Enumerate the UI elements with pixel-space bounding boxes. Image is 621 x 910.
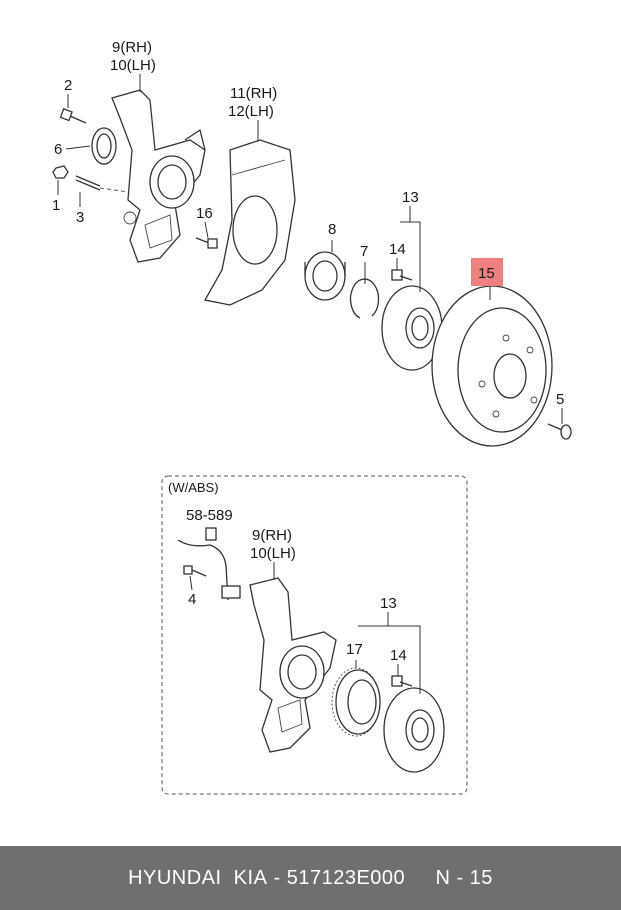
label-10-lh: 10(LH): [110, 57, 156, 74]
inset-wheel-bolt-14: [391, 675, 413, 687]
wheel-hub-13: [381, 285, 443, 371]
bolt-16: [195, 237, 218, 249]
tone-ring-17: [331, 667, 381, 737]
highlight-15: [471, 258, 503, 286]
inset-label-9-rh: 9(RH): [252, 527, 292, 544]
brake-disc-15: [431, 285, 553, 447]
wheel-bolt-14: [391, 269, 413, 281]
inset-label-13: 13: [380, 595, 397, 612]
bolt-3: [75, 175, 129, 193]
label-15[interactable]: 15: [478, 265, 495, 282]
screw-5: [547, 423, 572, 440]
footer-brand: HYUNDAI KIA: [128, 866, 268, 889]
footer-bar: HYUNDAI KIA - 517123E000 N - 15: [0, 846, 621, 910]
snap-ring-7: [349, 278, 380, 319]
abs-inset-title: (W/ABS): [168, 480, 219, 495]
inset-label-10-lh: 10(LH): [250, 545, 296, 562]
parts-diagram: 9(RH) 10(LH) 2 6 1 3 16 11(RH) 12(LH): [52, 39, 572, 795]
inset-label-14: 14: [390, 647, 407, 664]
bolt-4: [183, 565, 207, 577]
label-12-lh: 12(LH): [228, 103, 274, 120]
label-14: 14: [389, 241, 406, 258]
label-58-589: 58-589: [186, 507, 233, 524]
abs-inset-frame: [161, 475, 468, 795]
label-1: 1: [52, 197, 60, 214]
label-13: 13: [402, 189, 419, 206]
nut-1: [52, 165, 69, 179]
bolt-2: [59, 108, 87, 124]
footer-separator: -: [267, 866, 287, 889]
inset-wheel-hub-13: [383, 687, 445, 773]
steering-knuckle: [111, 89, 206, 263]
footer-gap: [405, 867, 435, 890]
label-8: 8: [328, 221, 336, 238]
label-11-rh: 11(RH): [230, 85, 277, 102]
seal-6: [91, 127, 117, 165]
abs-sensor-cable: [177, 527, 241, 601]
label-16: 16: [196, 205, 213, 222]
inset-steering-knuckle: [249, 577, 337, 753]
footer-part-number: 517123E000: [286, 866, 406, 889]
dust-cover: [203, 139, 296, 306]
label-9-rh: 9(RH): [112, 39, 152, 56]
label-17: 17: [346, 641, 363, 658]
wheel-bearing-8: [304, 251, 346, 301]
label-5: 5: [556, 391, 564, 408]
label-4: 4: [188, 591, 196, 608]
label-7: 7: [360, 243, 368, 260]
label-6: 6: [54, 141, 62, 158]
footer-ref: N - 15: [435, 866, 493, 889]
label-3: 3: [76, 209, 84, 226]
label-2: 2: [64, 77, 72, 94]
